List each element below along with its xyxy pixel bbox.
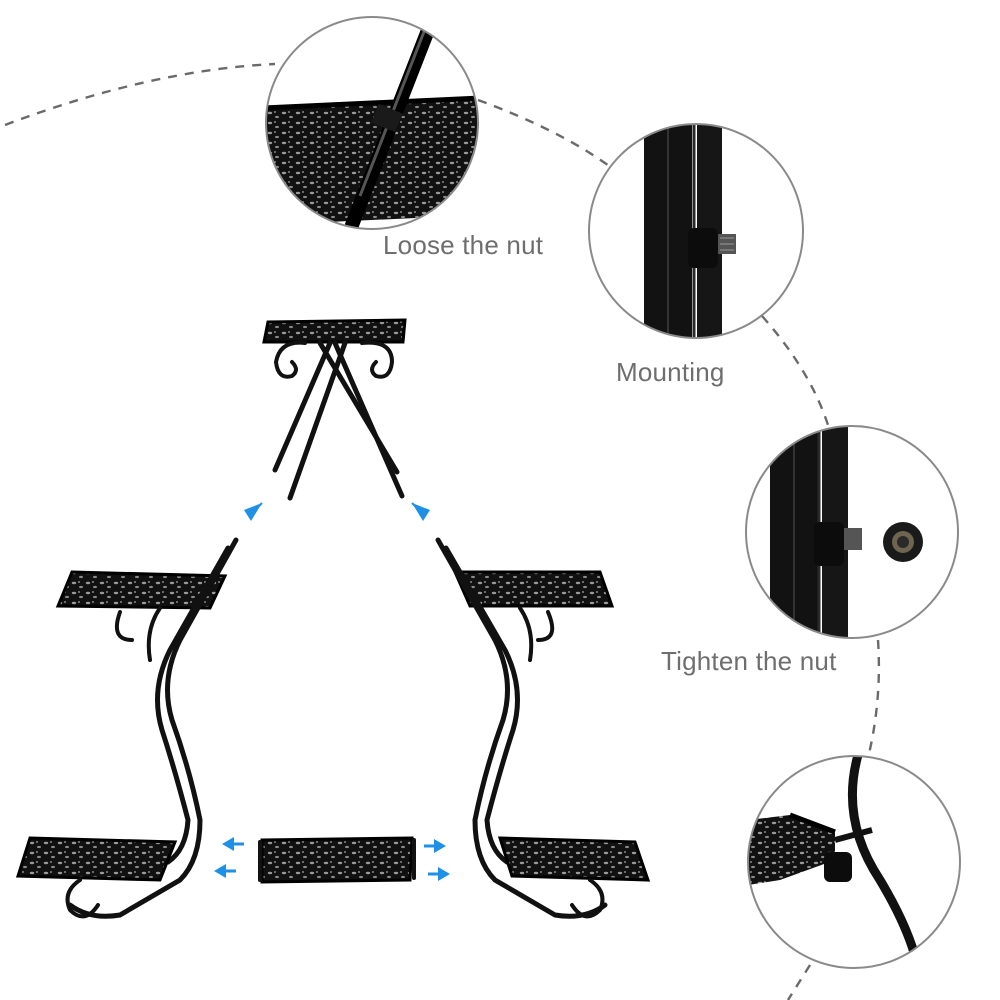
detail-circle-mounting xyxy=(588,123,804,339)
detail-circle-loose-nut xyxy=(265,16,479,230)
arrow-down-left-shaft xyxy=(253,502,263,512)
arrow-down-right-shaft xyxy=(411,502,421,512)
plant-stand-exploded-view xyxy=(15,318,651,919)
detail-circle-assembled-joint xyxy=(747,755,961,969)
middle-shelf xyxy=(258,836,416,884)
assembly-arrows xyxy=(214,502,450,881)
caption-tighten-the-nut: Tighten the nut xyxy=(661,646,837,676)
caption-loose-the-nut: Loose the nut xyxy=(383,230,544,260)
arrow-left-icon xyxy=(222,837,234,851)
right-frame xyxy=(435,537,651,919)
arrow-left-icon xyxy=(214,864,226,878)
caption-mounting: Mounting xyxy=(616,357,725,387)
arrow-right-icon xyxy=(434,839,446,853)
left-frame xyxy=(15,537,239,919)
detail-circle-tighten-nut xyxy=(745,425,959,639)
top-shelf xyxy=(262,318,407,501)
arrow-right-icon xyxy=(438,867,450,881)
